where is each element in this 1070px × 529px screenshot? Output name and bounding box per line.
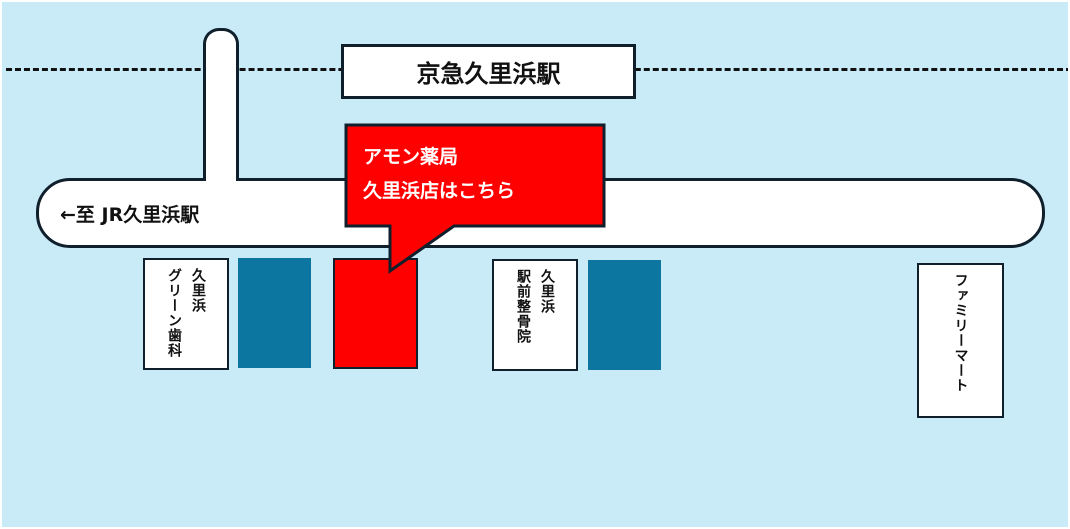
store-green-dental-line1: 久里浜 — [190, 268, 206, 313]
store-familymart: ファミリーマート — [917, 263, 1004, 418]
callout-line2: 久里浜店はこちら — [363, 180, 516, 202]
store-green-dental: 久里浜 グリーン歯科 — [143, 258, 229, 370]
road-junction — [206, 178, 236, 184]
direction-label: ←至 JR久里浜駅 — [60, 204, 200, 226]
store-green-dental-line2: グリーン歯科 — [166, 268, 182, 358]
store-familymart-label: ファミリーマート — [952, 273, 969, 393]
store-bonesetter: 久里浜 駅前整骨院 — [492, 259, 578, 371]
callout-text: アモン薬局 久里浜店はこちら — [363, 140, 515, 208]
store-bonesetter-line2: 駅前整骨院 — [515, 269, 531, 344]
store-bonesetter-line1: 久里浜 — [539, 269, 555, 314]
station-name: 京急久里浜駅 — [416, 60, 561, 88]
amon-pharmacy-location — [333, 258, 418, 369]
building-block — [238, 258, 311, 368]
callout-line1: アモン薬局 — [363, 146, 459, 168]
keikyu-kurihama-station-label: 京急久里浜駅 — [341, 44, 636, 99]
pharmacy-callout — [344, 123, 606, 274]
building-block — [588, 260, 661, 370]
